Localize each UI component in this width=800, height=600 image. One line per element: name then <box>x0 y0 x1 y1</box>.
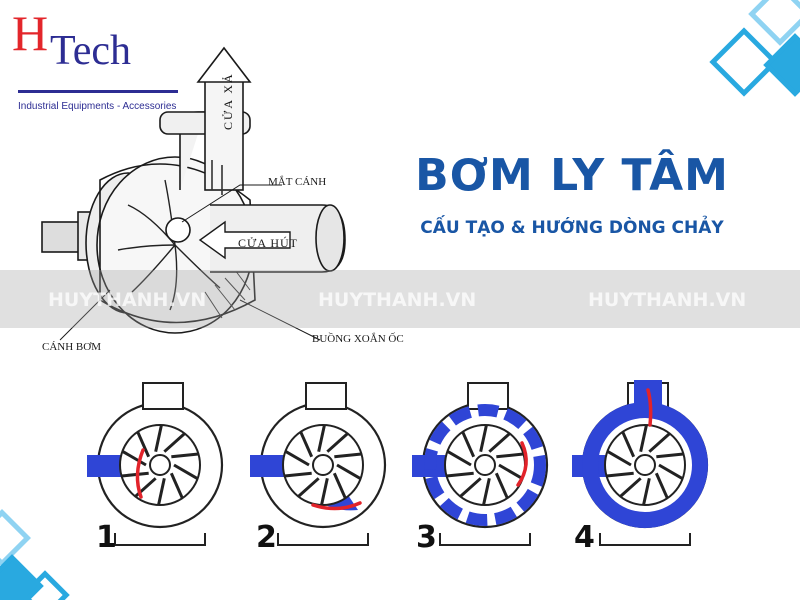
page-subtitle: CẤU TẠO & HƯỚNG DÒNG CHẢY <box>420 218 724 238</box>
step-number-1: 1 <box>96 520 117 555</box>
impeller-hub <box>634 454 656 476</box>
logo-word-tech: Tech <box>50 28 132 74</box>
watermark-text: HUYTHANH.VN <box>48 289 207 311</box>
label-impeller-blade: CÁNH BƠM <box>42 341 101 353</box>
discharge-nozzle <box>305 382 347 410</box>
step-number-4: 4 <box>574 520 595 555</box>
impeller-eye <box>165 217 191 243</box>
label-impeller-eye: MẮT CÁNH <box>268 176 327 188</box>
flow-direction-arrow <box>646 388 653 427</box>
flow-stages <box>87 380 709 546</box>
watermark-text: HUYTHANH.VN <box>318 289 477 311</box>
label-volute: BUỒNG XOẮN ỐC <box>312 333 404 345</box>
watermark-band <box>0 270 800 328</box>
flow-direction-arrow <box>516 441 528 487</box>
impeller-hub <box>474 454 496 476</box>
logo-underline <box>18 90 178 93</box>
logo-tagline: Industrial Equipments - Accessories <box>18 101 177 112</box>
pump-stage-4 <box>572 380 709 546</box>
label-suction: CỬA HÚT <box>238 236 298 250</box>
flow-direction-arrow <box>135 448 145 499</box>
impeller <box>604 424 686 506</box>
label-discharge: CỬA XẢ <box>221 72 235 130</box>
impeller-hub <box>149 454 171 476</box>
discharge-arrow <box>196 46 252 83</box>
top-right-deco <box>709 0 800 97</box>
impeller <box>119 424 201 506</box>
step-number-2: 2 <box>256 520 277 555</box>
bottom-left-deco <box>0 509 70 600</box>
page-title: BƠM LY TÂM <box>415 150 729 201</box>
shaft-hub <box>41 221 81 253</box>
watermark-text: HUYTHANH.VN <box>588 289 747 311</box>
suction-inlet-fluid <box>87 455 127 477</box>
impeller-hub <box>312 454 334 476</box>
flow-direction-arrow <box>311 501 362 511</box>
impeller <box>444 424 526 506</box>
pump-stage-3 <box>412 382 549 546</box>
step-number-3: 3 <box>416 520 437 555</box>
discharge-nozzle <box>142 382 184 410</box>
suction-inlet-fluid <box>250 455 290 477</box>
pump-stage-1 <box>87 382 224 546</box>
pump-stage-2 <box>250 382 387 546</box>
suction-arrow <box>198 220 291 260</box>
impeller <box>282 424 364 506</box>
logo-letter-h: H <box>12 5 49 61</box>
